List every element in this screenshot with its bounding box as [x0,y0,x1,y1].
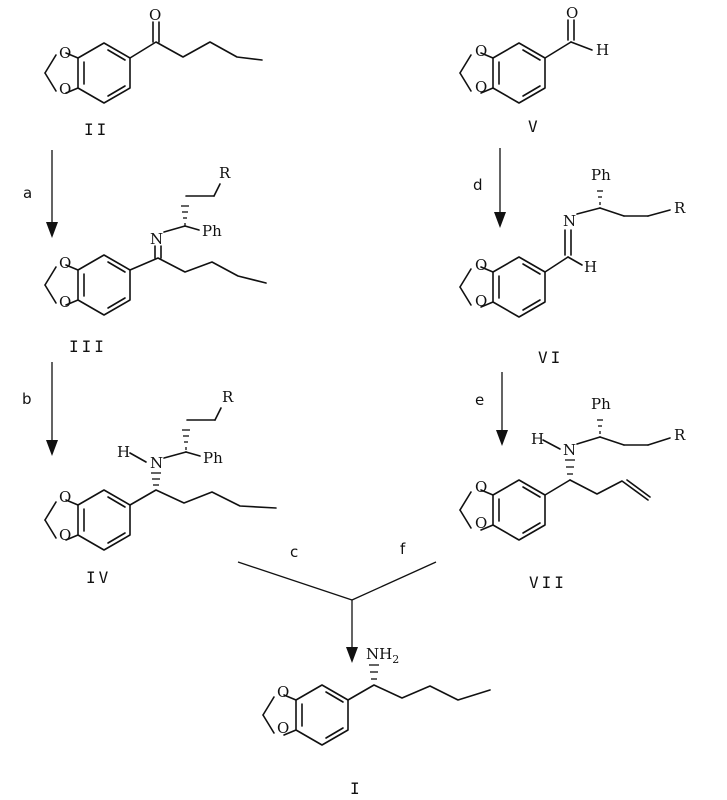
step-f-label: f [400,540,406,558]
atom-H: H [596,41,609,59]
atom-O: O [59,293,71,311]
atom-R: R [674,199,686,217]
compound-VI: O O H N Ph R VI [459,166,686,367]
step-c-label: c [290,543,298,561]
atom-Ph: Ph [591,395,611,413]
compound-VII: O O N H Ph R VII [459,395,686,592]
atom-O: O [475,42,487,60]
atom-H: H [117,443,130,461]
arrow-a: a [23,150,58,238]
label-II: II [84,120,109,139]
label-V: V [528,117,541,136]
label-III: III [69,337,107,356]
compound-IV: O O N H Ph R IV [44,388,277,587]
arrow-e: e [475,372,508,446]
atom-N: N [563,212,576,230]
atom-N: N [563,441,576,459]
atom-O: O [475,514,487,532]
arrow-c-f: c f [237,540,437,663]
atom-H: H [531,430,544,448]
atom-O: O [475,256,487,274]
atom-O: O [566,4,578,22]
atom-Ph: Ph [591,166,611,184]
label-IV: IV [86,568,111,587]
atom-O: O [475,78,487,96]
atom-O: O [59,44,71,62]
step-a-label: a [23,184,32,202]
atom-O: O [149,6,161,24]
atom-O: O [59,488,71,506]
arrow-b: b [22,362,58,456]
atom-O: O [475,292,487,310]
atom-N: N [150,230,163,248]
atom-O: O [59,254,71,272]
compound-III: O O N Ph R III [44,164,267,356]
arrow-d: d [473,148,506,228]
step-b-label: b [22,390,32,408]
label-I: I [350,779,363,798]
atom-O: O [277,719,289,737]
step-d-label: d [473,176,483,194]
atom-R: R [674,426,686,444]
atom-O: O [277,683,289,701]
atom-H: H [584,258,597,276]
atom-R: R [219,164,231,182]
atom-O: O [59,80,71,98]
atom-NH2: NH2 [366,645,399,666]
compound-I: O O NH2 I [262,645,491,798]
atom-R: R [222,388,234,406]
step-e-label: e [475,391,484,409]
label-VII: VII [529,573,567,592]
compound-V: O O O H V [459,4,609,136]
atom-O: O [475,478,487,496]
atom-N: N [150,454,163,472]
label-VI: VI [538,348,563,367]
compound-II: O O O II [44,6,263,139]
atom-O: O [59,526,71,544]
atom-Ph: Ph [203,449,223,467]
atom-Ph: Ph [202,222,222,240]
